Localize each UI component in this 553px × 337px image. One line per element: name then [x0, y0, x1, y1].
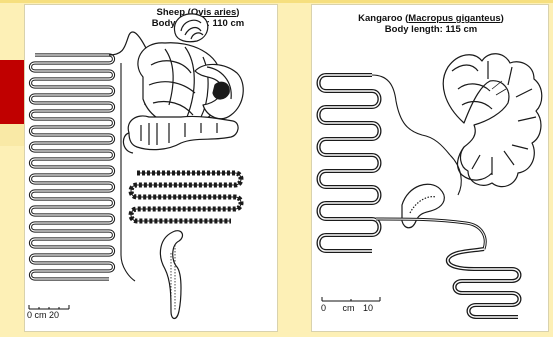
sheep-stomach-complex: [138, 14, 243, 126]
sheep-scale-unit: cm: [35, 310, 47, 320]
kangaroo-gut-drawing: [312, 5, 548, 331]
sheep-beaded-colon: [131, 173, 241, 221]
kangaroo-scale-label: 0 cm 10: [321, 303, 391, 313]
sheep-scale-label: 0 cm 20: [27, 310, 59, 320]
kangaroo-scale-unit: cm: [343, 303, 355, 313]
kangaroo-scale-zero: 0: [321, 303, 326, 313]
kangaroo-scale-max: 10: [363, 303, 373, 313]
kangaroo-small-intestine-loops: [319, 75, 380, 251]
sheep-scale-bar: [29, 305, 69, 309]
sheep-rectum: [160, 231, 182, 319]
top-accent-bar: [0, 0, 553, 3]
sheep-digestive-tract-panel: Sheep (Ovis aries) Body length: 110 cm: [24, 4, 278, 332]
kangaroo-scale-bar: [322, 297, 380, 301]
sheep-caecum: [123, 116, 238, 153]
kangaroo-digestive-tract-panel: Kangaroo (Macropus giganteus) Body lengt…: [311, 4, 549, 332]
kangaroo-distal-colon: [448, 249, 520, 317]
sheep-gut-drawing: [25, 5, 277, 331]
red-accent-block: [0, 60, 24, 124]
sheep-scale-max: 20: [49, 310, 59, 320]
sheep-scale-zero: 0: [27, 310, 32, 320]
pale-accent-block: [0, 124, 24, 146]
